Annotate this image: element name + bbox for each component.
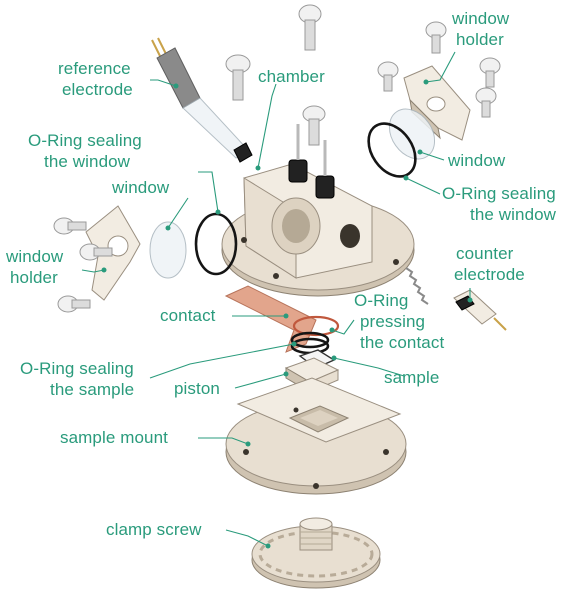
label-window-left: window: [111, 178, 170, 197]
contact-part: [224, 285, 317, 353]
label-counter-electrode-2: electrode: [454, 265, 525, 284]
piston-part: [284, 357, 340, 393]
clamp-screw-part: [251, 517, 381, 589]
oring-window-right-part: [367, 122, 417, 178]
label-window-holder-top-2: holder: [456, 30, 504, 49]
label-oring-window-left-2: the window: [44, 152, 131, 171]
label-piston: piston: [174, 379, 220, 398]
label-oring-window-left-1: O-Ring sealing: [28, 131, 142, 150]
oring-contact-part: [292, 315, 340, 337]
leader-lines: [81, 51, 473, 549]
window-holder-left-part: [85, 205, 141, 301]
label-oring-window-right-2: the window: [470, 205, 557, 224]
label-window-holder-top-1: window: [451, 9, 510, 28]
label-oring-sample-2: the sample: [50, 380, 134, 399]
label-window-holder-left-2: holder: [10, 268, 58, 287]
label-oring-window-right-1: O-Ring sealing: [442, 184, 556, 203]
chamber-part: [221, 124, 415, 297]
label-reference-electrode-2: electrode: [62, 80, 133, 99]
label-sample-mount: sample mount: [60, 428, 168, 447]
label-window-holder-left-1: window: [5, 247, 64, 266]
label-clamp-screw: clamp screw: [106, 520, 202, 539]
reference-electrode-part: [151, 37, 253, 163]
label-sample: sample: [384, 368, 439, 387]
label-oring-contact-1: O-Ring: [354, 291, 408, 310]
label-reference-electrode-1: reference: [58, 59, 131, 78]
window-right-part: [388, 108, 436, 160]
thumb-screws-top: [225, 4, 501, 146]
label-window-right: window: [447, 151, 506, 170]
label-contact: contact: [160, 306, 216, 325]
oring-window-left-part: [194, 212, 238, 276]
window-left-part: [149, 221, 187, 279]
sample-mount-part: [225, 377, 407, 495]
label-oring-sample-1: O-Ring sealing: [20, 359, 134, 378]
labels: reference electrode chamber window holde…: [5, 9, 557, 539]
thumb-screws-left: [53, 217, 113, 313]
label-oring-contact-3: the contact: [360, 333, 444, 352]
label-chamber: chamber: [258, 67, 325, 86]
label-oring-contact-2: pressing: [360, 312, 425, 331]
label-counter-electrode-1: counter: [456, 244, 514, 263]
